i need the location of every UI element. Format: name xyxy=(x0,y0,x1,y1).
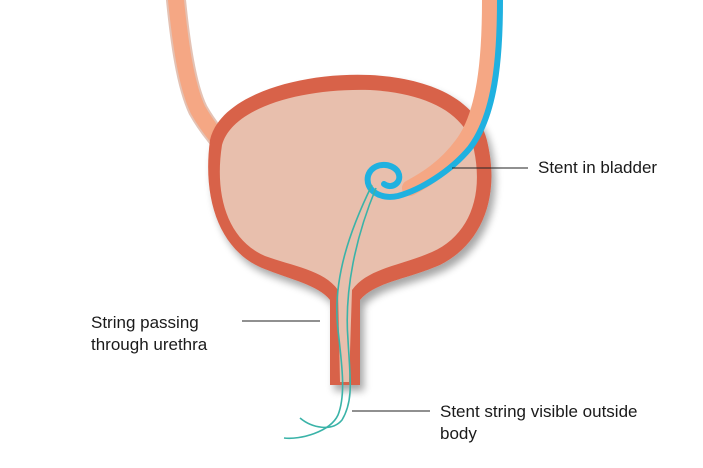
label-string-outside-line-1: Stent string visible outside xyxy=(440,402,638,421)
leader-lines xyxy=(242,167,528,412)
label-string-passing-through-urethra: String passing through urethra xyxy=(91,312,207,356)
label-string-urethra-line-1: String passing xyxy=(91,313,199,332)
ureteral-stent xyxy=(364,0,503,200)
label-string-outside-line-2: body xyxy=(440,424,477,443)
right-ureter-tube xyxy=(402,0,498,196)
label-string-urethra-line-2: through urethra xyxy=(91,335,208,354)
stent-string xyxy=(283,184,377,440)
bladder-interior xyxy=(219,89,477,382)
label-stent-in-bladder-text: Stent in bladder xyxy=(538,158,658,177)
label-stent-in-bladder: Stent in bladder xyxy=(538,157,657,179)
label-stent-string-visible-outside-body: Stent string visible outside body xyxy=(440,401,638,445)
